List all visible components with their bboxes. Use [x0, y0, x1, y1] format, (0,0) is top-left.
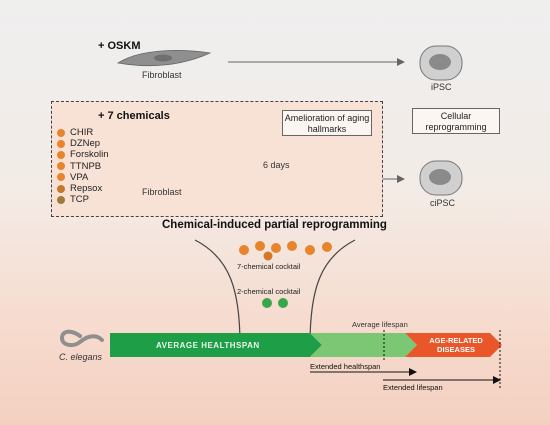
ipsc-label: iPSC — [431, 82, 452, 92]
amelioration-box: Amelioration of aging hallmarks — [282, 110, 372, 136]
healthspan-bar — [110, 333, 322, 357]
extended-bar — [310, 333, 417, 357]
avg-healthspan-label: AVERAGE HEALTHSPAN — [156, 341, 260, 350]
seven-cocktail-label: 7-chemical cocktail — [237, 262, 301, 271]
age-related-bar — [405, 333, 502, 357]
chemical-dot — [57, 195, 65, 204]
chemical-item: VPA — [57, 172, 109, 183]
two-chemical-dots — [262, 298, 288, 308]
ext-lifespan-label: Extended lifespan — [383, 383, 443, 392]
c-elegans-worm — [59, 329, 104, 348]
chemical-dot — [57, 162, 65, 171]
ext-healthspan-label: Extended healthspan — [310, 362, 381, 371]
chemical-dot — [57, 150, 65, 159]
cipsc-label: ciPSC — [430, 198, 456, 208]
age-related-label: AGE-RELATED DISEASES — [429, 336, 483, 354]
fibroblast-mid-label: Fibroblast — [142, 187, 182, 197]
six-days-label: 6 days — [263, 160, 290, 170]
chemical-dot — [57, 184, 65, 193]
chemical-dot — [57, 173, 65, 182]
avg-lifespan-label: Average lifespan — [352, 320, 408, 329]
partial-reprogramming-title: Chemical-induced partial reprogramming — [162, 219, 387, 231]
chemical-item: TCP — [57, 194, 109, 205]
chemical-item: TTNPB — [57, 161, 109, 172]
chemical-dot — [57, 128, 65, 137]
chemical-item: Forskolin — [57, 149, 109, 160]
chemical-item: DZNep — [57, 138, 109, 149]
chemicals-title: + 7 chemicals — [98, 110, 170, 122]
chemical-list: CHIR DZNep Forskolin TTNPB VPA Repsox TC… — [57, 127, 109, 205]
oskm-label: + OSKM — [98, 40, 141, 52]
chemical-dot — [57, 139, 65, 148]
cipsc-cell — [419, 160, 463, 196]
organism-label: C. elegans — [59, 352, 103, 362]
ipsc-cell — [419, 45, 463, 81]
chemical-item: Repsox — [57, 183, 109, 194]
two-cocktail-label: 2-chemical cocktail — [237, 287, 301, 296]
seven-chemical-dots — [239, 241, 332, 261]
fibroblast-top-label: Fibroblast — [142, 70, 182, 80]
cellular-reprogramming-box: Cellular reprogramming — [412, 108, 500, 134]
chemical-item: CHIR — [57, 127, 109, 138]
